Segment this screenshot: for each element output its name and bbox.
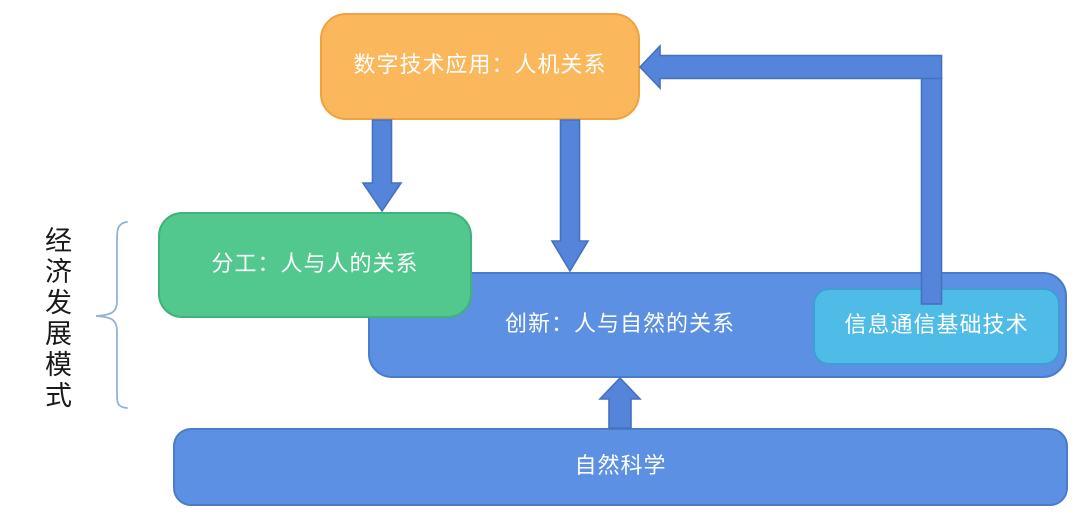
node-ict-label: 信息通信基础技术 bbox=[844, 313, 1029, 339]
node-division-of-labor: 分工：人与人的关系 bbox=[158, 212, 472, 318]
node-science-label: 自然科学 bbox=[574, 453, 667, 479]
arrow-ict-to-digital-head bbox=[638, 44, 943, 90]
node-natural-science: 自然科学 bbox=[173, 428, 1068, 506]
arrow-ict-to-digital-vertical-segment bbox=[920, 77, 943, 305]
side-label-economic-development-model: 经济发展模式 bbox=[40, 226, 71, 412]
arrow-digital-to-innovation bbox=[550, 119, 590, 273]
node-digital-tech-label: 数字技术应用：人机关系 bbox=[353, 53, 607, 79]
curly-brace-path bbox=[95, 221, 128, 409]
node-digital-tech-application: 数字技术应用：人机关系 bbox=[320, 13, 640, 120]
arrow-digital-to-division bbox=[361, 119, 403, 213]
node-division-label: 分工：人与人的关系 bbox=[211, 251, 419, 277]
node-innovation-label: 创新：人与自然的关系 bbox=[504, 311, 735, 337]
arrow-science-to-innovation bbox=[598, 376, 642, 429]
node-ict-foundation: 信息通信基础技术 bbox=[813, 288, 1060, 365]
